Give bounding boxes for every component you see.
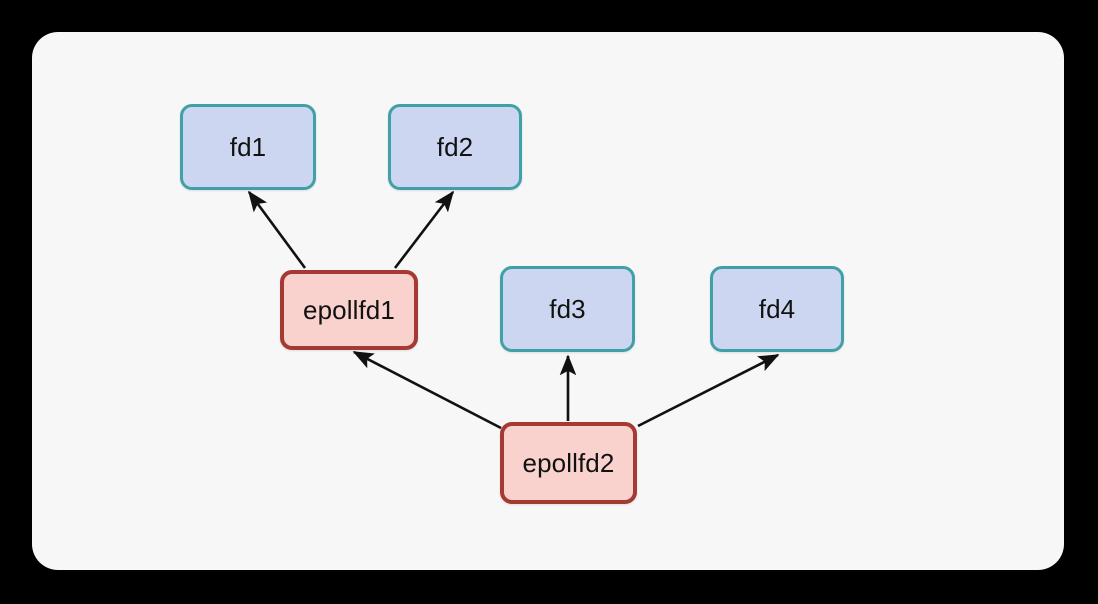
node-label-epollfd2: epollfd2: [522, 448, 615, 478]
node-label-fd2: fd2: [436, 132, 474, 162]
node-fd1[interactable]: fd1: [180, 104, 316, 190]
node-label-fd3: fd3: [549, 294, 586, 324]
node-label-fd1: fd1: [229, 132, 267, 162]
node-fd4[interactable]: fd4: [710, 266, 844, 352]
node-label-fd4: fd4: [758, 294, 796, 324]
node-fd3[interactable]: fd3: [500, 266, 635, 352]
node-fd2[interactable]: fd2: [388, 104, 522, 190]
node-epollfd1[interactable]: epollfd1: [280, 270, 418, 350]
node-label-epollfd1: epollfd1: [303, 295, 395, 325]
node-epollfd2[interactable]: epollfd2: [500, 422, 637, 504]
